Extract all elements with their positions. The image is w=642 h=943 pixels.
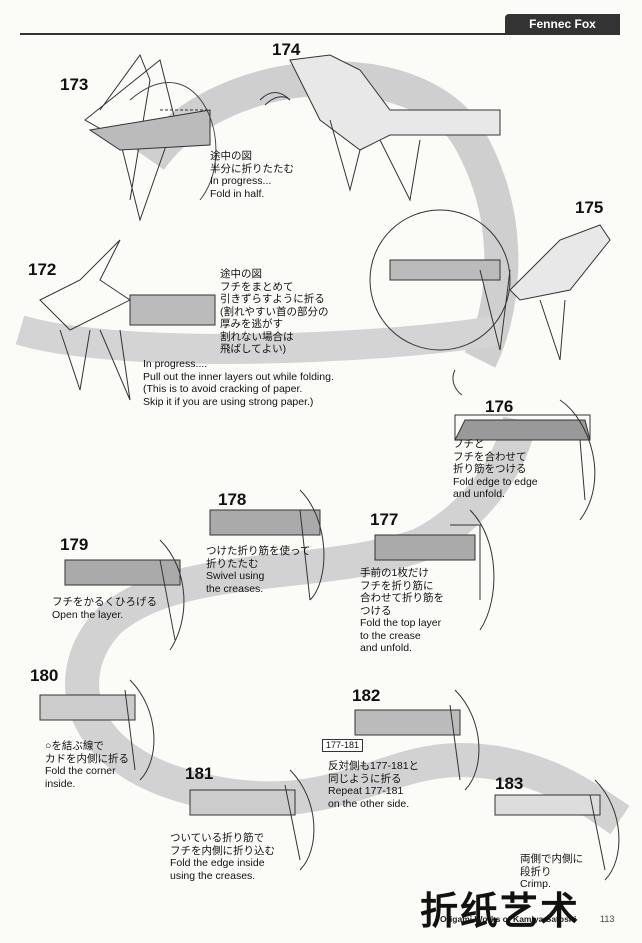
step-caption-172-ja: 途中の図 フチをまとめて 引きずらすように折る (割れやすい首の部分の 厚みを逃… xyxy=(220,268,329,355)
step-number-179: 179 xyxy=(60,535,89,554)
page-title: Fennec Fox xyxy=(505,14,620,34)
repeat-reference-box: 177-181 xyxy=(322,739,364,752)
step-number-173: 173 xyxy=(60,75,89,94)
model-172 xyxy=(39,239,216,401)
step-number-183: 183 xyxy=(495,774,524,793)
book-footer: Origami Works of Kamiya Satoshi xyxy=(440,914,577,924)
model-183 xyxy=(494,779,620,881)
step-number-182: 182 xyxy=(352,686,381,705)
step-caption-179: フチをかるくひろげる Open the layer. xyxy=(52,596,157,621)
step-number-178: 178 xyxy=(218,490,247,509)
model-175 xyxy=(369,209,611,361)
step-caption-176: フチと フチを合わせて 折り筋をつける Fold edge to edge an… xyxy=(453,438,538,500)
model-178 xyxy=(209,489,325,601)
model-180 xyxy=(39,679,155,781)
model-173 xyxy=(84,53,217,222)
header-rule xyxy=(20,33,620,35)
step-caption-180: ○を結ぶ線で カドを内側に折る Fold the corner inside. xyxy=(45,740,129,790)
step-caption-178: つけた折り筋を使って 折りたたむ Swivel using the crease… xyxy=(206,545,311,595)
step-number-172: 172 xyxy=(28,260,57,279)
step-caption-173: 途中の図 半分に折りたたむ In progress... Fold in hal… xyxy=(210,150,294,200)
arrow-175-176 xyxy=(452,369,463,396)
step-caption-183: 両側で内側に 段折り Crimp. xyxy=(520,853,583,890)
step-caption-177: 手前の1枚だけ フチを折り筋に 合わせて折り筋を つける Fold the to… xyxy=(360,567,444,654)
step-number-176: 176 xyxy=(485,397,514,416)
step-number-181: 181 xyxy=(185,764,214,783)
model-181 xyxy=(189,769,315,871)
step-number-177: 177 xyxy=(370,510,399,529)
model-174 xyxy=(259,54,501,202)
step-number-174: 174 xyxy=(272,40,301,59)
model-182 xyxy=(354,689,480,791)
site-watermark: 折纸艺术 xyxy=(420,889,581,933)
step-caption-182: 反対側も177-181と 同じように折る Repeat 177-181 on t… xyxy=(328,760,420,810)
arrow-173-174 xyxy=(264,96,291,106)
step-number-180: 180 xyxy=(30,666,59,685)
step-number-175: 175 xyxy=(575,198,604,217)
model-177 xyxy=(374,509,495,631)
model-179 xyxy=(64,539,185,651)
step-caption-181: ついている折り筋で フチを内側に折り込む Fold the edge insid… xyxy=(170,832,275,882)
page-number: 113 xyxy=(600,914,615,924)
step-caption-172-en: In progress.... Pull out the inner layer… xyxy=(143,358,334,408)
model-176 xyxy=(454,399,596,521)
